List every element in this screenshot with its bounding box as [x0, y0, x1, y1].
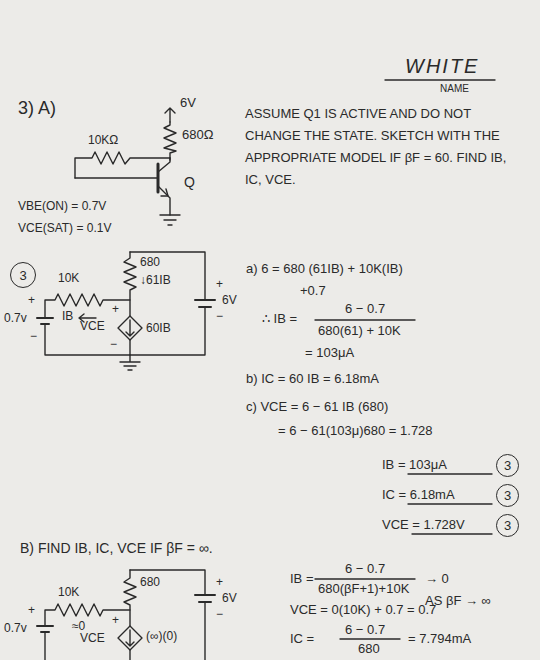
name-underline — [385, 79, 495, 80]
device-parameter: VBE(ON) = 0.7V — [18, 200, 106, 214]
supply-voltage: 6V — [222, 294, 237, 308]
equation: c) VCE = 6 − 61 IB (680) — [246, 400, 388, 415]
score-number: 3 — [19, 268, 26, 283]
fraction-numerator: 6 − 0.7 — [345, 562, 385, 577]
score-circle: 3 — [10, 262, 36, 288]
voltage-label: VCE — [80, 320, 105, 334]
equation: +0.7 — [300, 284, 326, 299]
model-circuit-b — [37, 570, 215, 660]
score-number: 3 — [504, 458, 511, 473]
supply-voltage: 6V — [222, 592, 237, 606]
fraction-numerator: 6 − 0.7 — [345, 302, 385, 317]
voltage-label: VCE — [80, 632, 105, 646]
score-circle: 3 — [496, 454, 519, 477]
equation: ∴ IB = — [262, 312, 297, 327]
equation: a) 6 = 680 (61IB) + 10K(IB) — [246, 262, 403, 277]
polarity-mark: + — [112, 303, 119, 317]
current-label: IB — [62, 310, 73, 324]
equation-result: = 7.794mA — [408, 632, 471, 647]
fraction-numerator: 6 − 0.7 — [345, 623, 385, 638]
polarity-mark: − — [216, 310, 223, 324]
name-caption: NAME — [440, 83, 469, 95]
equation: IB = — [290, 572, 314, 587]
resistor-value: 10KΩ — [88, 134, 118, 148]
supply-voltage: 6V — [180, 96, 196, 111]
polarity-mark: − — [30, 330, 37, 344]
resistor-value: 680Ω — [182, 128, 213, 143]
problem-statement: B) FIND IB, IC, VCE IF βF = ∞. — [20, 540, 213, 556]
answer: VCE = 1.728V — [382, 518, 465, 533]
problem-statement: ASSUME Q1 IS ACTIVE AND DO NOT CHANGE TH… — [245, 103, 525, 191]
fraction-denominator: 680(61) + 10K — [318, 324, 401, 339]
score-number: 3 — [504, 488, 511, 503]
answer: IB = 103μA — [382, 458, 447, 473]
equation-result: = 103μA — [305, 346, 354, 361]
student-name: WHITE — [405, 55, 479, 78]
score-circle: 3 — [496, 484, 519, 507]
equation: = 6 − 61(103μ)680 = 1.728 — [278, 424, 433, 439]
transistor-name: Q — [184, 174, 195, 190]
device-parameter: VCE(SAT) = 0.1V — [18, 222, 111, 236]
dependent-source-value: 60IB — [146, 322, 171, 336]
resistor-value: 680 — [140, 576, 160, 590]
polarity-mark: + — [216, 278, 223, 292]
polarity-mark: − — [110, 338, 117, 352]
model-circuit-a — [37, 252, 215, 370]
polarity-mark: + — [28, 294, 35, 308]
score-number: 3 — [504, 518, 511, 533]
polarity-mark: + — [216, 576, 223, 590]
current-label: ↓61IB — [140, 274, 171, 288]
fraction-bars — [315, 320, 492, 639]
dependent-source-value: (∞)(0) — [146, 630, 177, 644]
source-voltage: 0.7v — [4, 622, 27, 636]
resistor-value: 680 — [140, 256, 160, 270]
polarity-mark: − — [216, 608, 223, 622]
score-circle: 3 — [496, 514, 519, 537]
answer: IC = 6.18mA — [382, 488, 455, 503]
polarity-mark: + — [112, 614, 119, 628]
fraction-denominator: 680(βF+1)+10K — [318, 582, 409, 597]
polarity-mark: + — [28, 604, 35, 618]
problem-number: 3) A) — [18, 98, 56, 119]
equation: IC = — [290, 632, 314, 647]
fraction-denominator: 680 — [358, 642, 380, 657]
source-voltage: 0.7v — [4, 312, 27, 326]
equation: b) IC = 60 IB = 6.18mA — [246, 372, 379, 387]
equation: → 0 — [425, 572, 449, 587]
resistor-value: 10K — [58, 586, 79, 600]
equation: VCE = 0(10K) + 0.7 = 0.7 — [290, 603, 436, 618]
resistor-value: 10K — [58, 272, 79, 286]
